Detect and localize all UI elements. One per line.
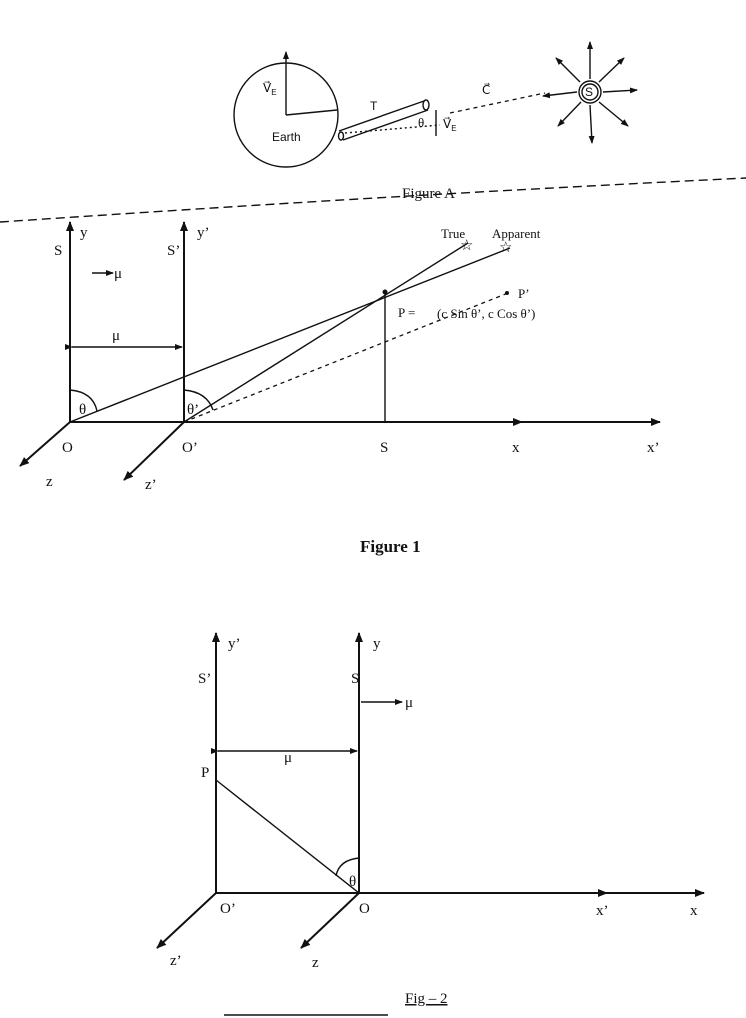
figure-a-caption: Figure A [402, 186, 455, 202]
frame-velocity-label-fig2: μ [405, 695, 413, 711]
light-velocity-label: C⃗ [482, 82, 490, 97]
x-prime-axis-label: x’ [647, 440, 660, 456]
moving-ray-dashed [183, 292, 509, 423]
s-frame-label-fig2: S [351, 671, 359, 687]
theta-label-fig2: θ [349, 874, 356, 890]
true-ray [183, 242, 469, 423]
z-axis-fig2 [300, 892, 360, 949]
theta-arc [69, 389, 98, 412]
point-p [382, 289, 388, 295]
separation-label-fig2: μ [284, 750, 292, 766]
theta-prime-label: θ’ [187, 402, 199, 418]
x-prime-axis-label-fig2: x’ [596, 903, 609, 919]
apparent-star-label: Apparent [492, 226, 541, 241]
scan-fold-line [0, 177, 746, 223]
origin-o-label-fig2: O [359, 901, 370, 917]
x-axis-label: x [512, 440, 520, 456]
z-axis [19, 421, 71, 467]
apparent-star-icon: ☆ [499, 240, 512, 256]
earth-orbit-dotted [344, 124, 441, 134]
y-prime-axis-label: y’ [197, 225, 210, 241]
true-star-icon: ☆ [460, 238, 473, 254]
z-axis-label-fig2: z [312, 955, 319, 971]
z-prime-axis-label-fig2: z’ [170, 953, 182, 969]
origin-o-label: O [62, 440, 73, 456]
s-prime-frame-label: S’ [167, 243, 180, 259]
earth-radius-right [285, 109, 338, 116]
aberration-angle-label: θ [418, 115, 424, 130]
x-axis-label-fig2: x [690, 903, 698, 919]
origin-o-prime-label: O’ [182, 440, 198, 456]
apparent-ray [69, 247, 511, 423]
y-prime-axis-label-fig2: y’ [228, 636, 241, 652]
z-prime-axis-label: z’ [145, 477, 157, 493]
point-p-prime [505, 291, 509, 295]
z-prime-axis [123, 421, 185, 481]
light-ray-dashed [449, 92, 546, 114]
separation-label: μ [112, 328, 120, 344]
figure-1: y S y’ S’ μ μ θ θ’ True ☆ Apparent ☆ P’ … [19, 221, 661, 556]
star-source [542, 41, 638, 144]
figure-1-caption: Figure 1 [360, 537, 421, 556]
origin-o-prime-label-fig2: O’ [220, 901, 236, 917]
y-axis-label: y [80, 225, 88, 241]
figure-2: y’ y S’ S μ μ P θ O’ O x’ x z’ z Fig – 2 [156, 632, 705, 1016]
true-star-label: True [441, 226, 465, 241]
theta-arc-fig2 [335, 857, 360, 877]
p-label: P = [398, 305, 415, 320]
frame-velocity-label: μ [114, 266, 122, 282]
z-axis-label: z [46, 474, 53, 490]
s-frame-label: S [54, 243, 62, 259]
figure-a: V⃗E Earth T θ V⃗E C⃗ S Figure A [0, 41, 746, 223]
s-foot-label: S [380, 440, 388, 456]
z-prime-axis-fig2 [156, 892, 217, 949]
p-prime-label: P’ [518, 286, 530, 301]
theta-prime-arc [183, 389, 214, 411]
star-label: S [585, 85, 593, 99]
figure-2-caption: Fig – 2 [405, 991, 448, 1007]
telescope-label: T [370, 99, 378, 113]
earth-label: Earth [272, 130, 301, 144]
ray-p-to-o [215, 779, 360, 894]
y-axis-label-fig2: y [373, 636, 381, 652]
point-p-label-fig2: P [201, 765, 209, 781]
earth-velocity-label: V⃗E [263, 80, 277, 97]
theta-label: θ [79, 402, 86, 418]
s-prime-frame-label-fig2: S’ [198, 671, 211, 687]
telescope [337, 99, 430, 141]
p-coordinates: (c Sin θ’, c Cos θ’) [437, 306, 535, 321]
telescope-velocity-label: V⃗E [443, 116, 457, 133]
